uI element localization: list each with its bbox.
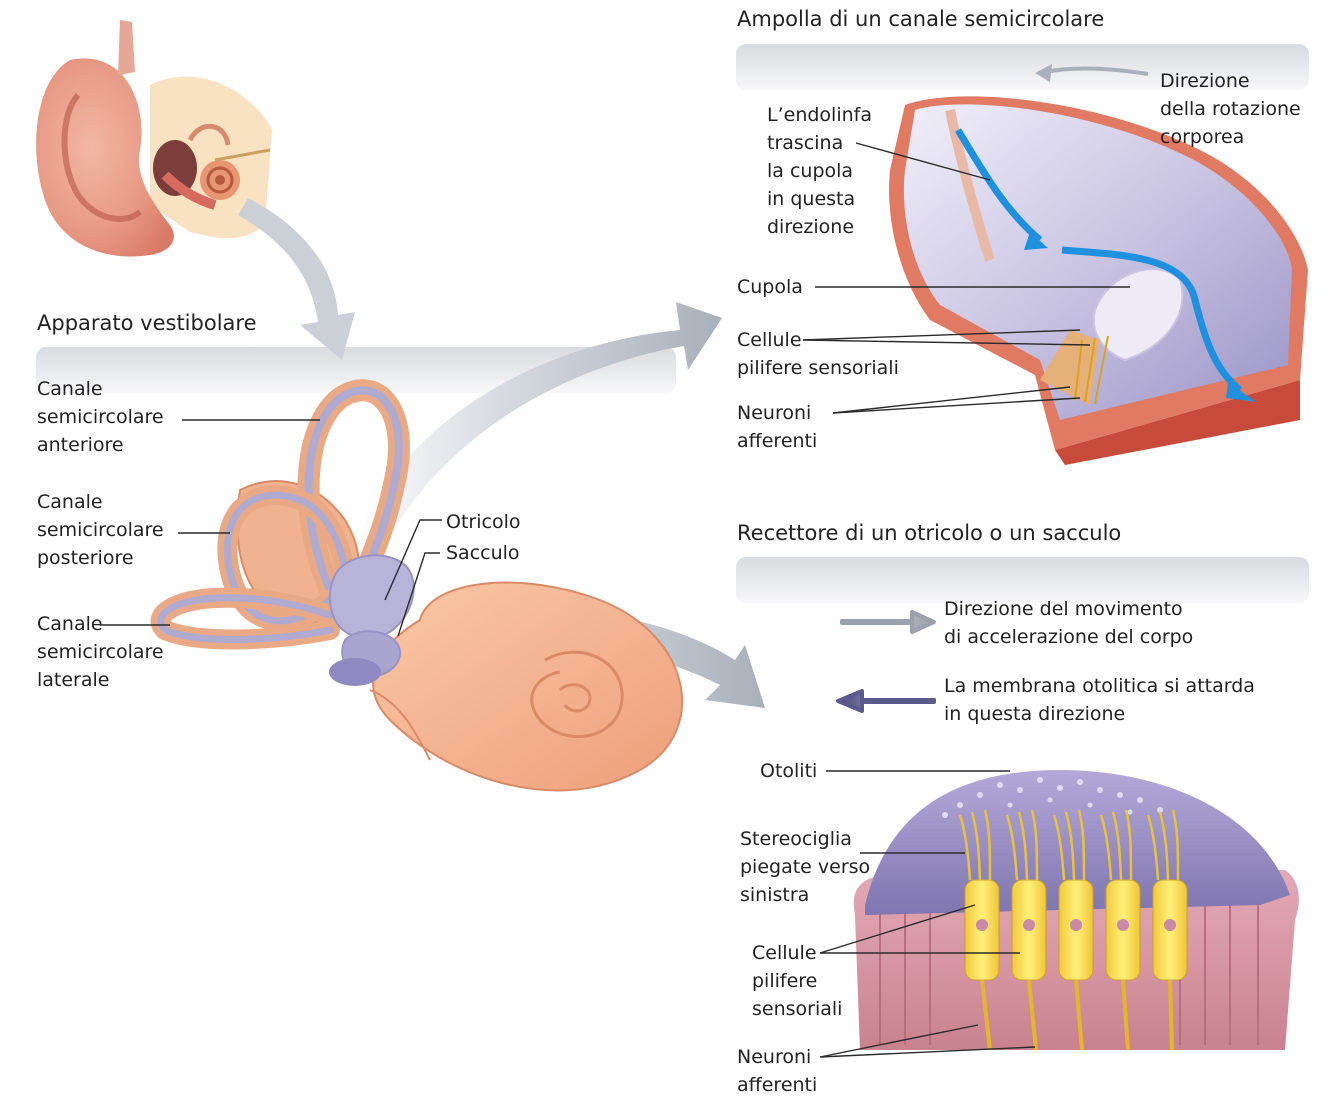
label-receptor-afferent-neurons: Neuroni afferenti — [737, 1046, 818, 1096]
label-ampulla-afferent-neurons: Neuroni afferenti — [737, 402, 818, 452]
vestibular-apparatus — [150, 379, 684, 792]
leader-lines — [100, 142, 1130, 1058]
membrane-lag-arrow — [836, 689, 936, 713]
arrow-ear-to-vestibular — [238, 198, 355, 360]
utricle-shape — [328, 554, 415, 640]
label-endolymph: L’endolinfa trascina la cupola in questa… — [767, 104, 872, 238]
ear-illustration — [36, 20, 272, 257]
band-receptor — [736, 557, 1309, 603]
heading-vestibular: Apparato vestibolare — [37, 311, 257, 335]
receptor-illustration — [836, 64, 1299, 1051]
label-otoliths: Otoliti — [760, 760, 818, 782]
label-stereocilia: Stereociglia piegate verso sinistra — [740, 828, 871, 906]
endolymph-arrow — [954, 128, 1043, 243]
otoliths-granules — [942, 777, 1163, 818]
label-posterior-canal: Canale semicircolare posteriore — [37, 491, 164, 569]
label-rotation-direction: Direzione della rotazione corporea — [1160, 70, 1301, 148]
label-utricle: Otricolo — [446, 511, 521, 533]
label-receptor-hair-cells: Cellule pilifere sensoriali — [752, 942, 843, 1020]
ampulla-illustration — [889, 96, 1308, 465]
band-ampulla — [736, 44, 1309, 90]
arrow-to-ampulla — [350, 302, 722, 575]
label-membrane-lag: La membrana otolitica si attarda in ques… — [944, 675, 1255, 725]
otolithic-membrane — [865, 770, 1290, 915]
acceleration-arrow — [840, 610, 936, 634]
label-acceleration-direction: Direzione del movimento di accelerazione… — [944, 598, 1194, 648]
rotation-arrow — [1044, 66, 1149, 76]
cupula-shape — [1092, 268, 1184, 362]
stereocilia — [958, 809, 1180, 881]
hair-cells — [958, 809, 1188, 1051]
label-cupula: Cupola — [737, 276, 803, 298]
label-ampulla-hair-cells: Cellule pilifere sensoriali — [737, 329, 899, 379]
section-bands — [36, 44, 1309, 603]
heading-ampulla: Ampolla di un canale semicircolare — [737, 7, 1105, 31]
label-anterior-canal: Canale semicircolare anteriore — [37, 378, 164, 456]
label-saccule: Sacculo — [446, 542, 520, 564]
label-lateral-canal: Canale semicircolare laterale — [37, 613, 164, 691]
heading-receptor: Recettore di un otricolo o un sacculo — [737, 521, 1122, 545]
